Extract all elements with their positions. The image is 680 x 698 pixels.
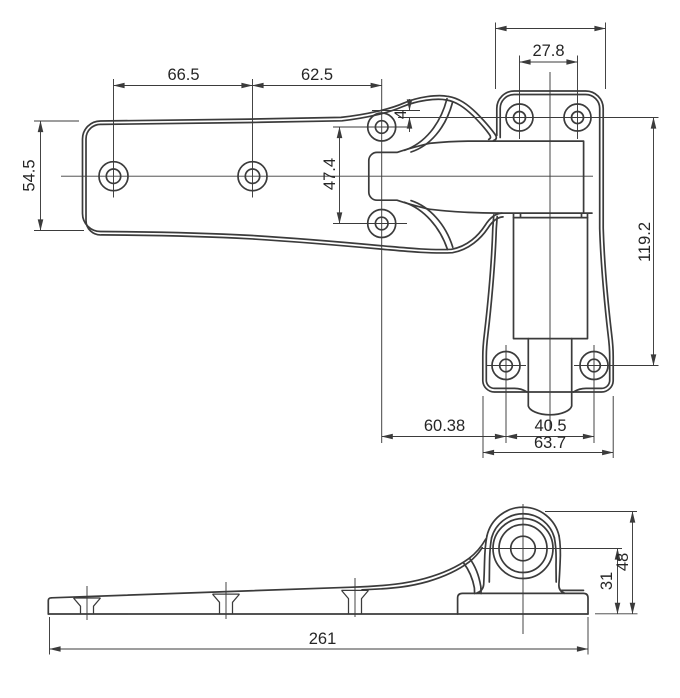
dim-plate-bottom-width: 63.7 [534,434,566,452]
dim-handle-hole-spacing-right: 62.5 [301,66,333,84]
plate-hole-bottom-right-bore [586,358,602,373]
plan-view-part [81,90,615,416]
side-view-part [47,506,589,615]
dim-plate-bottom-hole-spacing: 40.5 [534,417,566,435]
dim-fork-hole-spacing: 47.4 [321,158,339,190]
plate-hole-top-left [505,103,534,132]
dimension-labels: 66.5 62.5 27.8 54.5 47.4 4 119.2 60.38 4… [21,42,655,648]
dim-plate-top-hole-spacing: 27.8 [532,42,564,60]
lower-cam-curve-inner [410,199,454,249]
lower-cam-curve [403,201,449,251]
pivot-arch-left [475,535,488,595]
latch-bolt [527,337,573,416]
dim-pivot-top-height: 48 [614,553,632,571]
strap-end-curl [468,557,482,595]
collar [497,212,593,219]
tongue-top-edge [428,140,585,214]
handle-hole-2-bore [244,168,261,185]
dim-overall-length: 261 [309,630,337,648]
fork-hole-bottom [366,208,397,239]
handle-hole-1 [98,160,129,192]
strap-end-curl-inner [462,561,476,595]
dim-handle-width: 54.5 [21,159,39,191]
side-view-dimension-lines [49,511,636,652]
plate-hole-top-left-bore [512,110,527,125]
dim-fork-to-plate-hole: 60.38 [424,417,465,435]
spring-housing [512,216,589,340]
bar-left-end [47,596,53,615]
bar-top-edge [50,538,487,599]
fork-hole-top-bore [374,119,389,135]
tongue-bottom-edge [428,208,499,214]
plate-hole-top-right [563,103,592,132]
fork-hole-top [366,112,397,142]
upper-cam-curve-inner [410,101,454,153]
bar-top-edge-inner [361,546,484,591]
dim-edge-offset: 4 [392,110,410,119]
plate-hole-top-right-bore [570,110,585,125]
plate-hole-bottom-left-bore [498,358,514,373]
fork-hole-bottom-bore [374,216,389,231]
handle-hole-1-bore [105,168,122,185]
upper-cam-curve [403,97,448,152]
dim-plate-hole-vertical-span: 119.2 [636,222,654,262]
pivot-arch-inner-sides [488,537,558,583]
handle-strap-inner [85,98,504,254]
plan-view-dimension-lines [37,25,657,456]
plate-hole-bottom-left [491,350,521,381]
mount-plate-outer [481,90,615,393]
dim-handle-hole-spacing-left: 66.5 [167,66,199,84]
mount-plate-inner [485,93,611,393]
handle-strap-outer [81,94,503,251]
plate-hole-bottom-right [579,350,609,381]
pivot-arch-right [558,535,566,595]
dim-pivot-center-height: 31 [598,572,616,590]
handle-hole-2 [237,160,268,192]
